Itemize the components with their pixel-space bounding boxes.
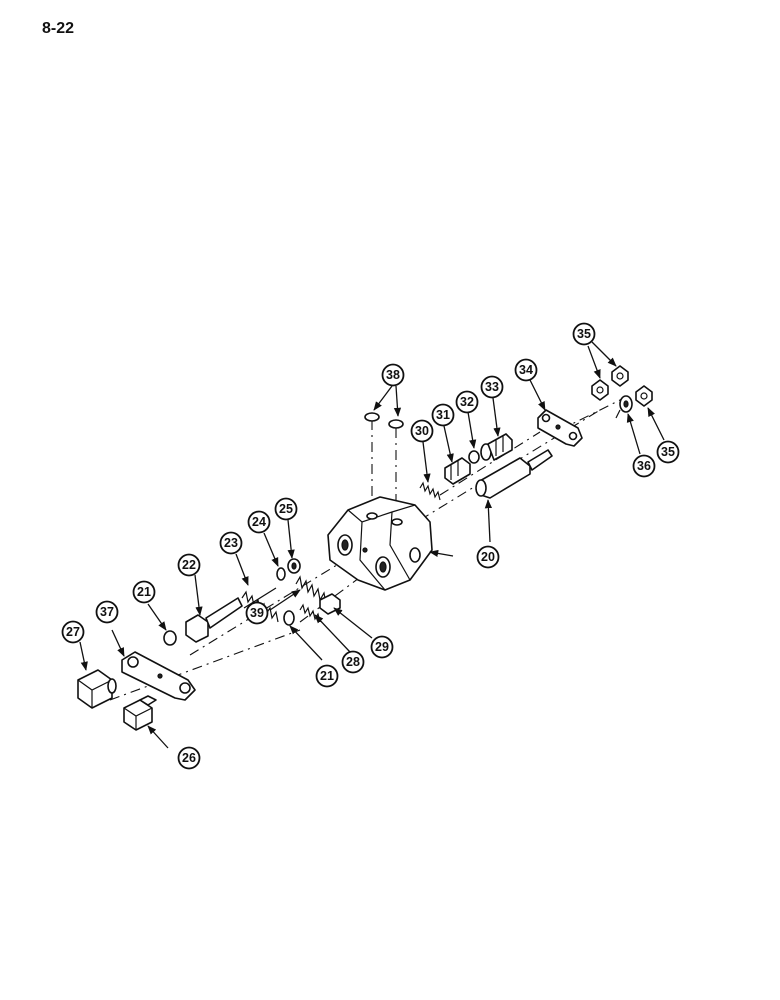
washer-25: [287, 558, 301, 574]
callout-21-center: 21: [315, 664, 339, 688]
callout-36: 36: [632, 454, 656, 478]
o-ring-21-center: [283, 610, 295, 626]
callout-23: 23: [219, 531, 243, 555]
svg-text:28: 28: [346, 655, 360, 669]
svg-text:24: 24: [252, 515, 266, 529]
valve-body: [327, 496, 433, 591]
nut-35-a: [591, 379, 609, 401]
callout-26: 26: [177, 746, 201, 770]
svg-text:34: 34: [519, 363, 533, 377]
callout-32: 32: [455, 390, 479, 414]
callout-34: 34: [514, 358, 538, 382]
callout-21-left: 21: [132, 580, 156, 604]
callout-37: 37: [95, 600, 119, 624]
callout-24: 24: [247, 510, 271, 534]
svg-text:27: 27: [66, 625, 80, 639]
washer-36: [615, 395, 633, 419]
svg-text:26: 26: [182, 751, 196, 765]
callout-35-right: 35: [656, 440, 680, 464]
callout-29: 29: [370, 635, 394, 659]
callout-30: 30: [410, 419, 434, 443]
svg-text:23: 23: [224, 536, 238, 550]
svg-text:33: 33: [485, 380, 499, 394]
svg-text:32: 32: [460, 395, 474, 409]
plunger-33: [480, 433, 513, 461]
svg-text:35: 35: [577, 327, 591, 341]
nut-35-b: [611, 365, 629, 387]
svg-text:38: 38: [386, 368, 400, 382]
svg-text:36: 36: [637, 459, 651, 473]
svg-text:25: 25: [279, 502, 293, 516]
svg-text:20: 20: [481, 550, 495, 564]
plate-37: [121, 651, 196, 701]
spool-20: [475, 449, 553, 499]
callout-33: 33: [480, 375, 504, 399]
svg-text:35: 35: [661, 445, 675, 459]
svg-text:30: 30: [415, 424, 429, 438]
callout-20: 20: [476, 545, 500, 569]
svg-text:31: 31: [436, 408, 450, 422]
spring-30: [419, 481, 441, 501]
o-ring-38-a: [364, 412, 380, 422]
callout-31: 31: [431, 403, 455, 427]
callout-35-top: 35: [572, 322, 596, 346]
callout-25: 25: [274, 497, 298, 521]
o-ring-21-left: [163, 630, 177, 646]
leader-lines: [79, 341, 665, 749]
fitting-27: [77, 669, 117, 709]
o-ring-38-b: [388, 419, 404, 429]
callout-22: 22: [177, 553, 201, 577]
piston-31: [444, 457, 471, 485]
plate-34: [537, 409, 583, 447]
svg-text:39: 39: [250, 606, 264, 620]
bolt-22: [185, 597, 243, 643]
callout-28: 28: [341, 650, 365, 674]
plug-26: [123, 695, 157, 731]
svg-text:22: 22: [182, 558, 196, 572]
o-ring-32: [468, 450, 480, 464]
svg-text:29: 29: [375, 640, 389, 654]
nut-35-c: [635, 385, 653, 407]
svg-text:37: 37: [100, 605, 114, 619]
svg-text:21: 21: [137, 585, 151, 599]
page-number: 8-22: [42, 20, 75, 37]
callout-27: 27: [61, 620, 85, 644]
callout-38: 38: [381, 363, 405, 387]
svg-text:21: 21: [320, 669, 334, 683]
o-ring-24: [276, 567, 286, 581]
callout-39: 39: [245, 601, 269, 625]
